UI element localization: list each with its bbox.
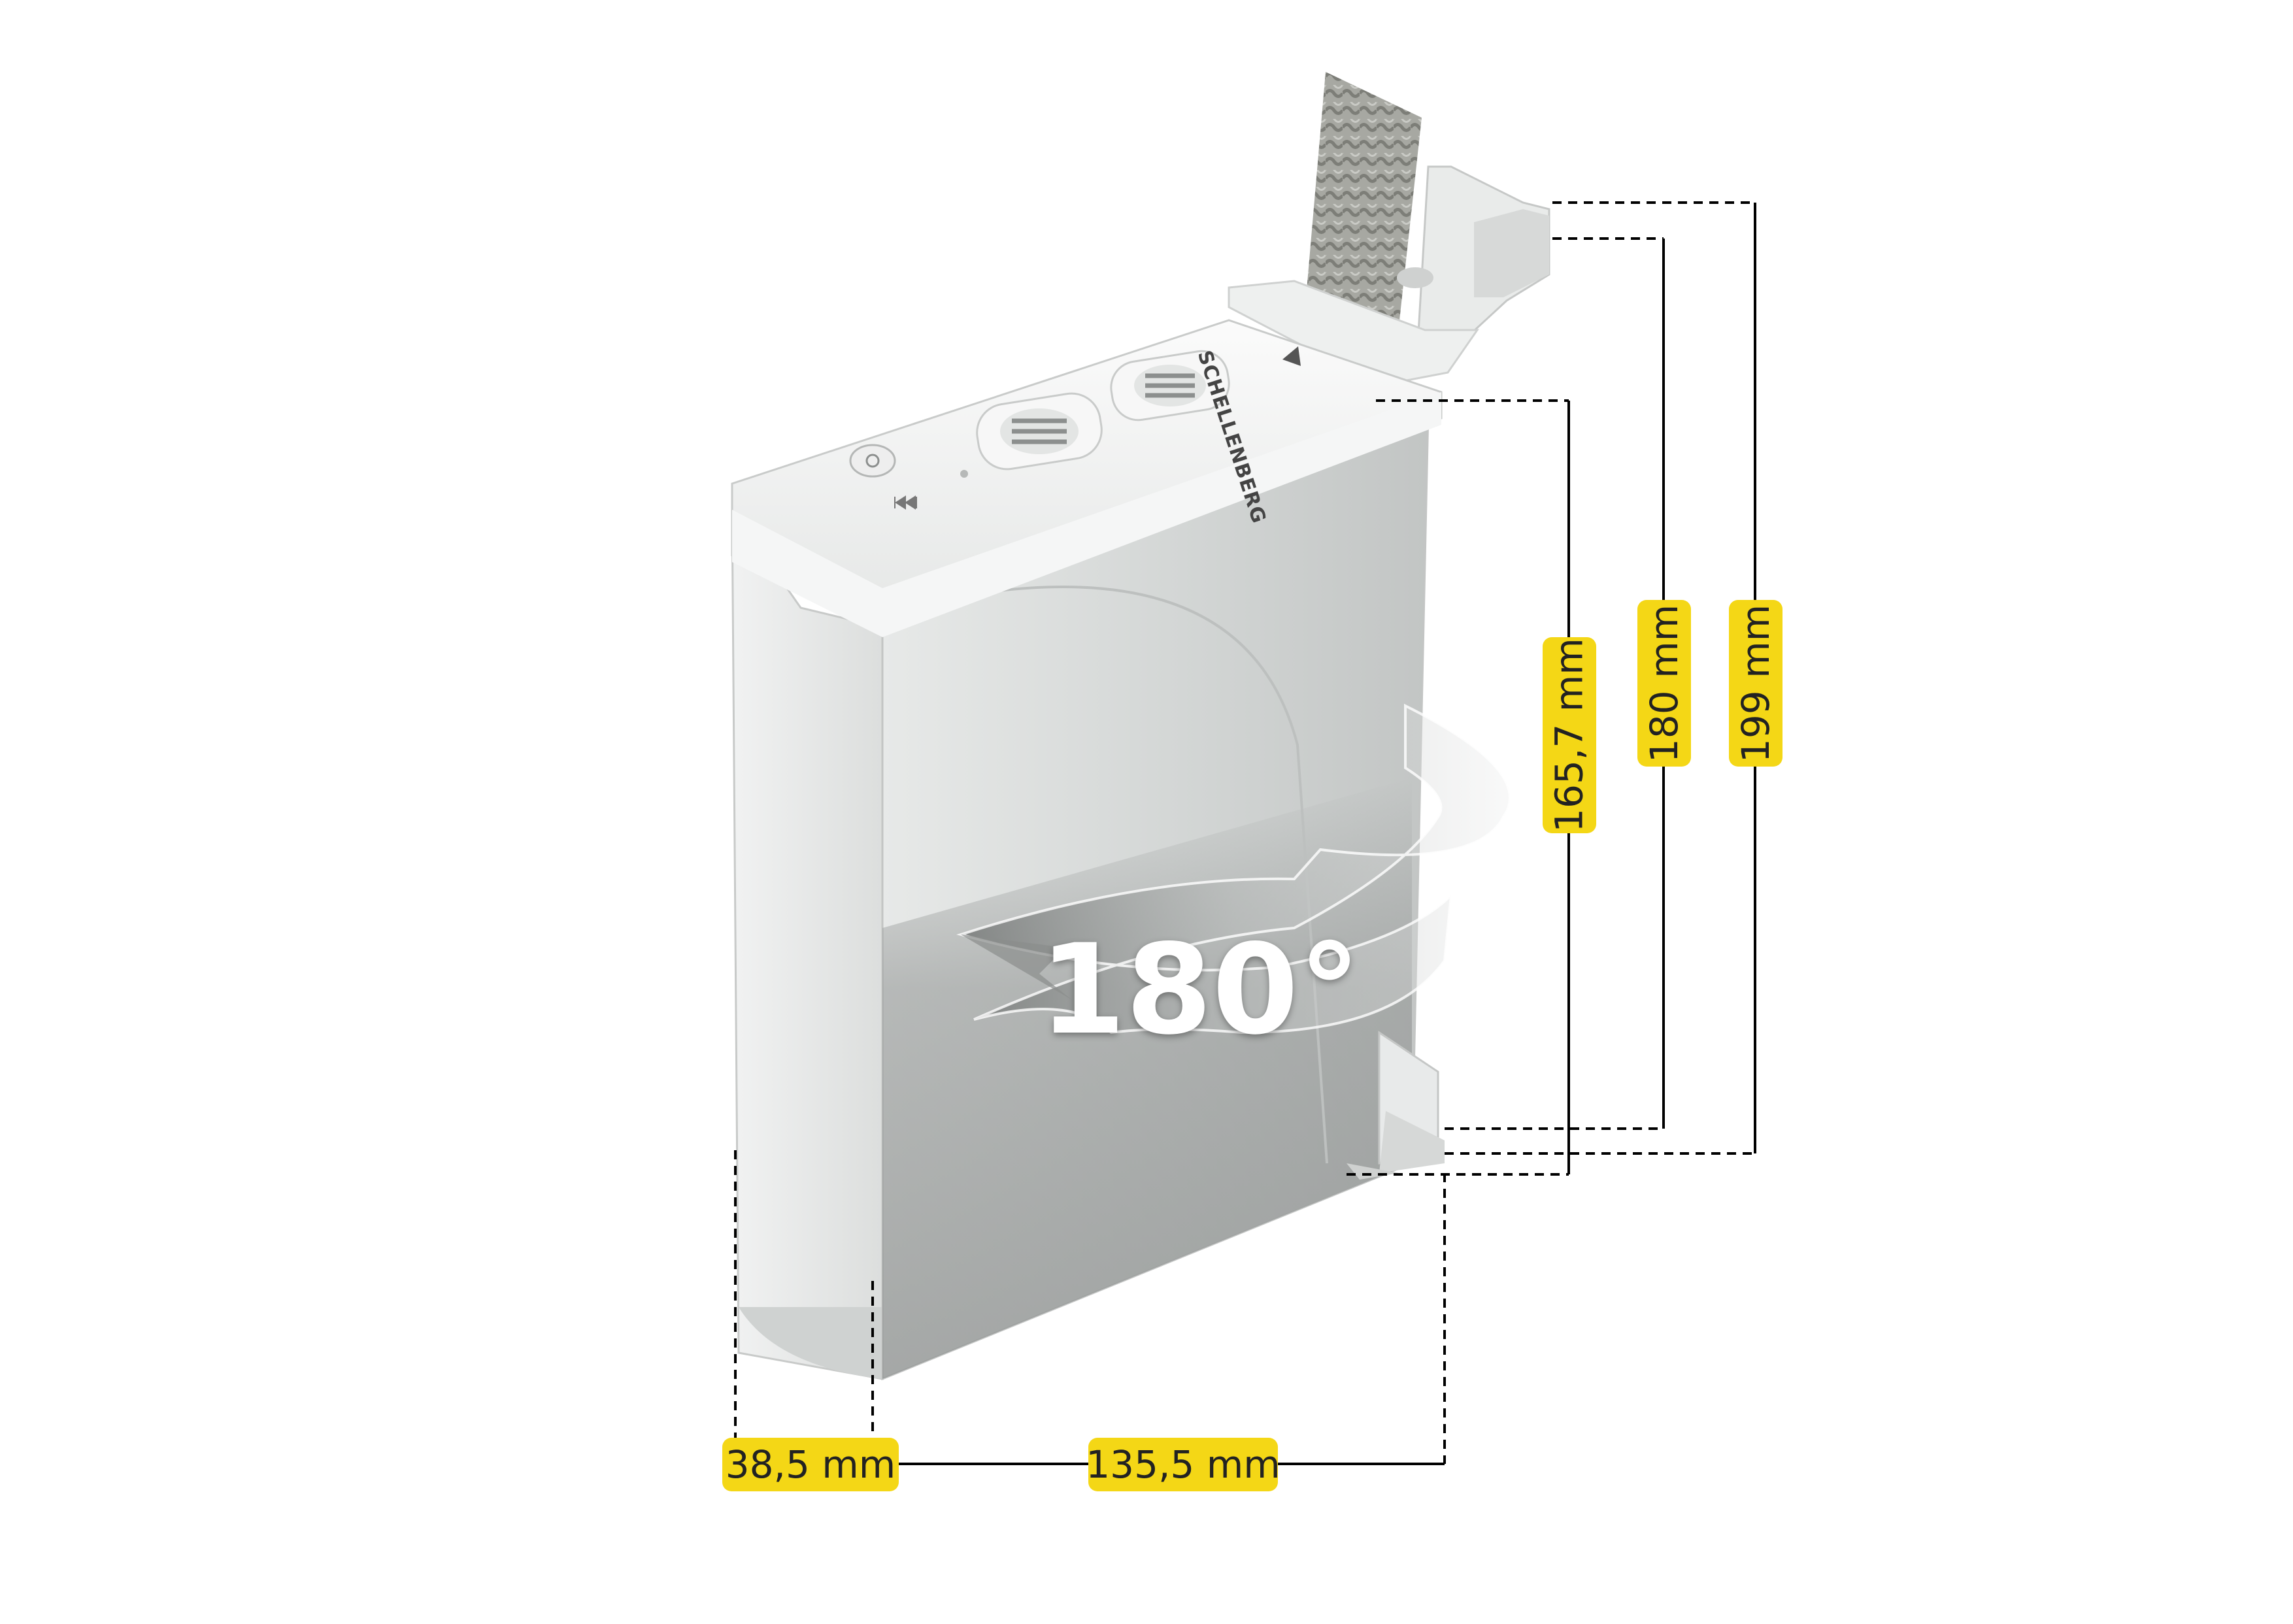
skip-icon xyxy=(894,495,917,510)
rotation-label: 180° xyxy=(1039,918,1361,1062)
brand-arrow-icon xyxy=(1282,346,1301,366)
upper-bracket xyxy=(1228,165,1550,387)
up-button[interactable] xyxy=(1107,347,1233,423)
depth-dimension-label: 38,5 mm xyxy=(722,1438,899,1491)
width-dimension-label: 135,5 mm xyxy=(1086,1438,1280,1491)
housing-body xyxy=(731,319,1443,1381)
rotation-arrow xyxy=(956,703,1511,1035)
lower-bracket xyxy=(1347,1031,1445,1180)
height-total-dimension-label: 199 mm xyxy=(1729,600,1783,767)
height-body-dimension-label: 165,7 mm xyxy=(1543,637,1596,833)
down-button[interactable] xyxy=(973,389,1105,473)
height-mid-dimension-label: 180 mm xyxy=(1637,600,1691,767)
power-button[interactable] xyxy=(849,444,896,478)
status-led xyxy=(960,470,968,478)
strap xyxy=(1304,72,1422,356)
